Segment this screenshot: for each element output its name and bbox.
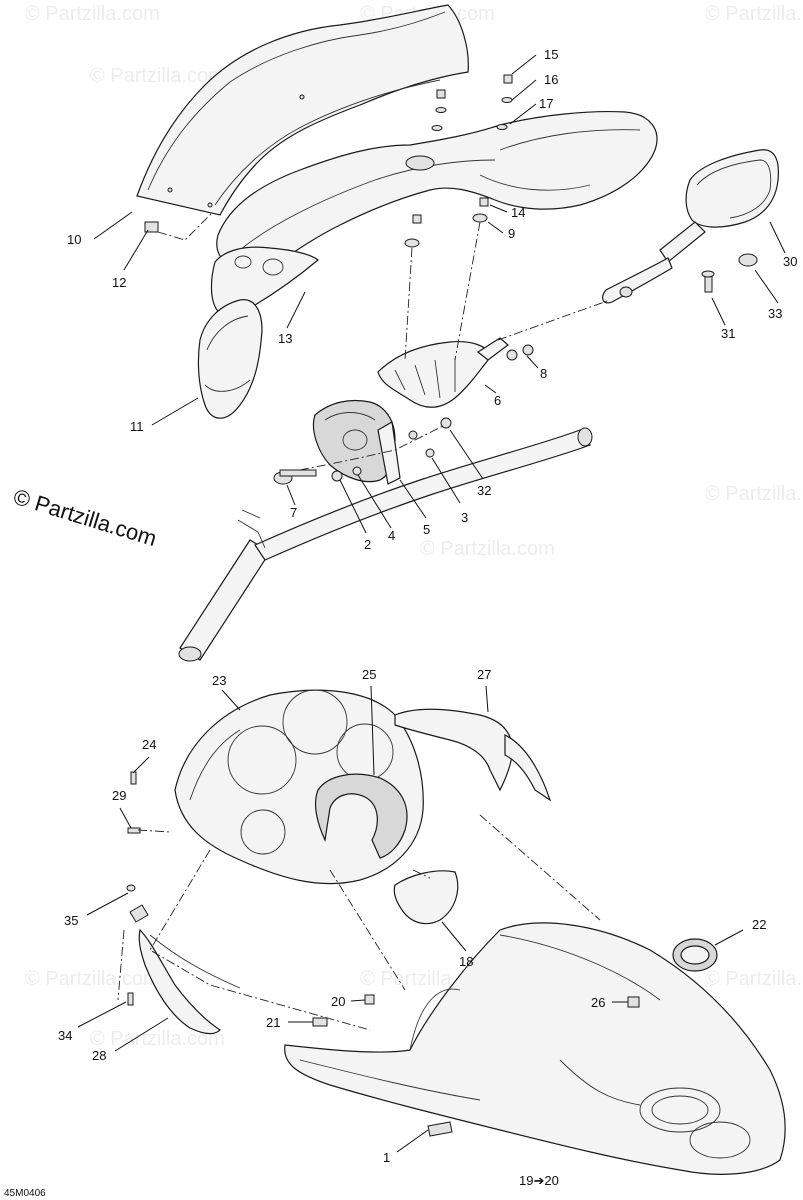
callout-27: 27 bbox=[477, 667, 491, 682]
watermark: © Partzilla.com bbox=[705, 483, 803, 505]
callout-15: 15 bbox=[544, 47, 558, 62]
callout-26: 26 bbox=[591, 995, 605, 1010]
upper-hardware bbox=[144, 74, 758, 485]
lower-left-panel bbox=[197, 299, 263, 419]
callout-33: 33 bbox=[768, 306, 782, 321]
grommet bbox=[672, 938, 718, 972]
callout-13: 13 bbox=[278, 331, 292, 346]
small-cover bbox=[393, 870, 459, 925]
callout-28: 28 bbox=[92, 1048, 106, 1063]
callout-11: 11 bbox=[130, 419, 144, 434]
mount-block bbox=[312, 399, 401, 485]
callout-22: 22 bbox=[752, 917, 766, 932]
windshield bbox=[136, 4, 469, 216]
callout-18: 18 bbox=[459, 954, 473, 969]
callout-17: 17 bbox=[539, 96, 553, 111]
callout-7: 7 bbox=[290, 505, 297, 520]
assembly-lines-lower bbox=[117, 814, 601, 1031]
callout-31: 31 bbox=[721, 326, 735, 341]
copyright-notice: © Partzilla.com bbox=[11, 484, 160, 551]
watermark: © Partzilla.com bbox=[705, 3, 803, 25]
callout-32: 32 bbox=[477, 483, 491, 498]
callout-20: 20 bbox=[331, 994, 345, 1009]
right-side-panel bbox=[394, 708, 552, 802]
lower-body bbox=[284, 922, 786, 1175]
callout-19-20: 19➔20 bbox=[519, 1173, 559, 1188]
assembly-lines-upper bbox=[157, 211, 611, 471]
watermark: © Partzilla.com bbox=[25, 3, 160, 25]
callout-34: 34 bbox=[58, 1028, 72, 1043]
callout-9: 9 bbox=[508, 226, 515, 241]
handlebar bbox=[178, 427, 593, 662]
callout-23: 23 bbox=[212, 673, 226, 688]
drawing-number: 45M0406 bbox=[4, 1188, 46, 1199]
callout-24: 24 bbox=[142, 737, 156, 752]
watermark: © Partzilla.com bbox=[90, 1028, 225, 1050]
callout-3: 3 bbox=[461, 510, 468, 525]
watermark: © Partzilla.com bbox=[90, 65, 225, 87]
callout-5: 5 bbox=[423, 522, 430, 537]
callout-21: 21 bbox=[266, 1015, 280, 1030]
leaders bbox=[77, 54, 786, 1153]
callout-16: 16 bbox=[544, 72, 558, 87]
callout-30: 30 bbox=[783, 254, 797, 269]
callout-2: 2 bbox=[364, 537, 371, 552]
callout-25: 25 bbox=[362, 667, 376, 682]
callout-35: 35 bbox=[64, 913, 78, 928]
side-panel bbox=[210, 246, 319, 316]
callout-14: 14 bbox=[511, 205, 525, 220]
callout-29: 29 bbox=[112, 788, 126, 803]
callout-12: 12 bbox=[112, 275, 126, 290]
watermark: © Partzilla.com bbox=[25, 968, 160, 990]
lower-hardware bbox=[126, 771, 640, 1137]
bezel bbox=[314, 773, 408, 859]
callout-8: 8 bbox=[540, 366, 547, 381]
callouts: 1 2 3 4 5 6 7 8 9 10 11 12 13 14 15 16 1… bbox=[58, 47, 797, 1188]
callout-6: 6 bbox=[494, 393, 501, 408]
bracket bbox=[377, 337, 509, 408]
left-fairing bbox=[129, 904, 241, 1035]
callout-10: 10 bbox=[67, 232, 81, 247]
mirror bbox=[602, 149, 780, 304]
watermark: © Partzilla.com bbox=[420, 538, 555, 560]
callout-4: 4 bbox=[388, 528, 395, 543]
watermark: © Partzilla.com bbox=[705, 968, 803, 990]
callout-1: 1 bbox=[383, 1150, 390, 1165]
